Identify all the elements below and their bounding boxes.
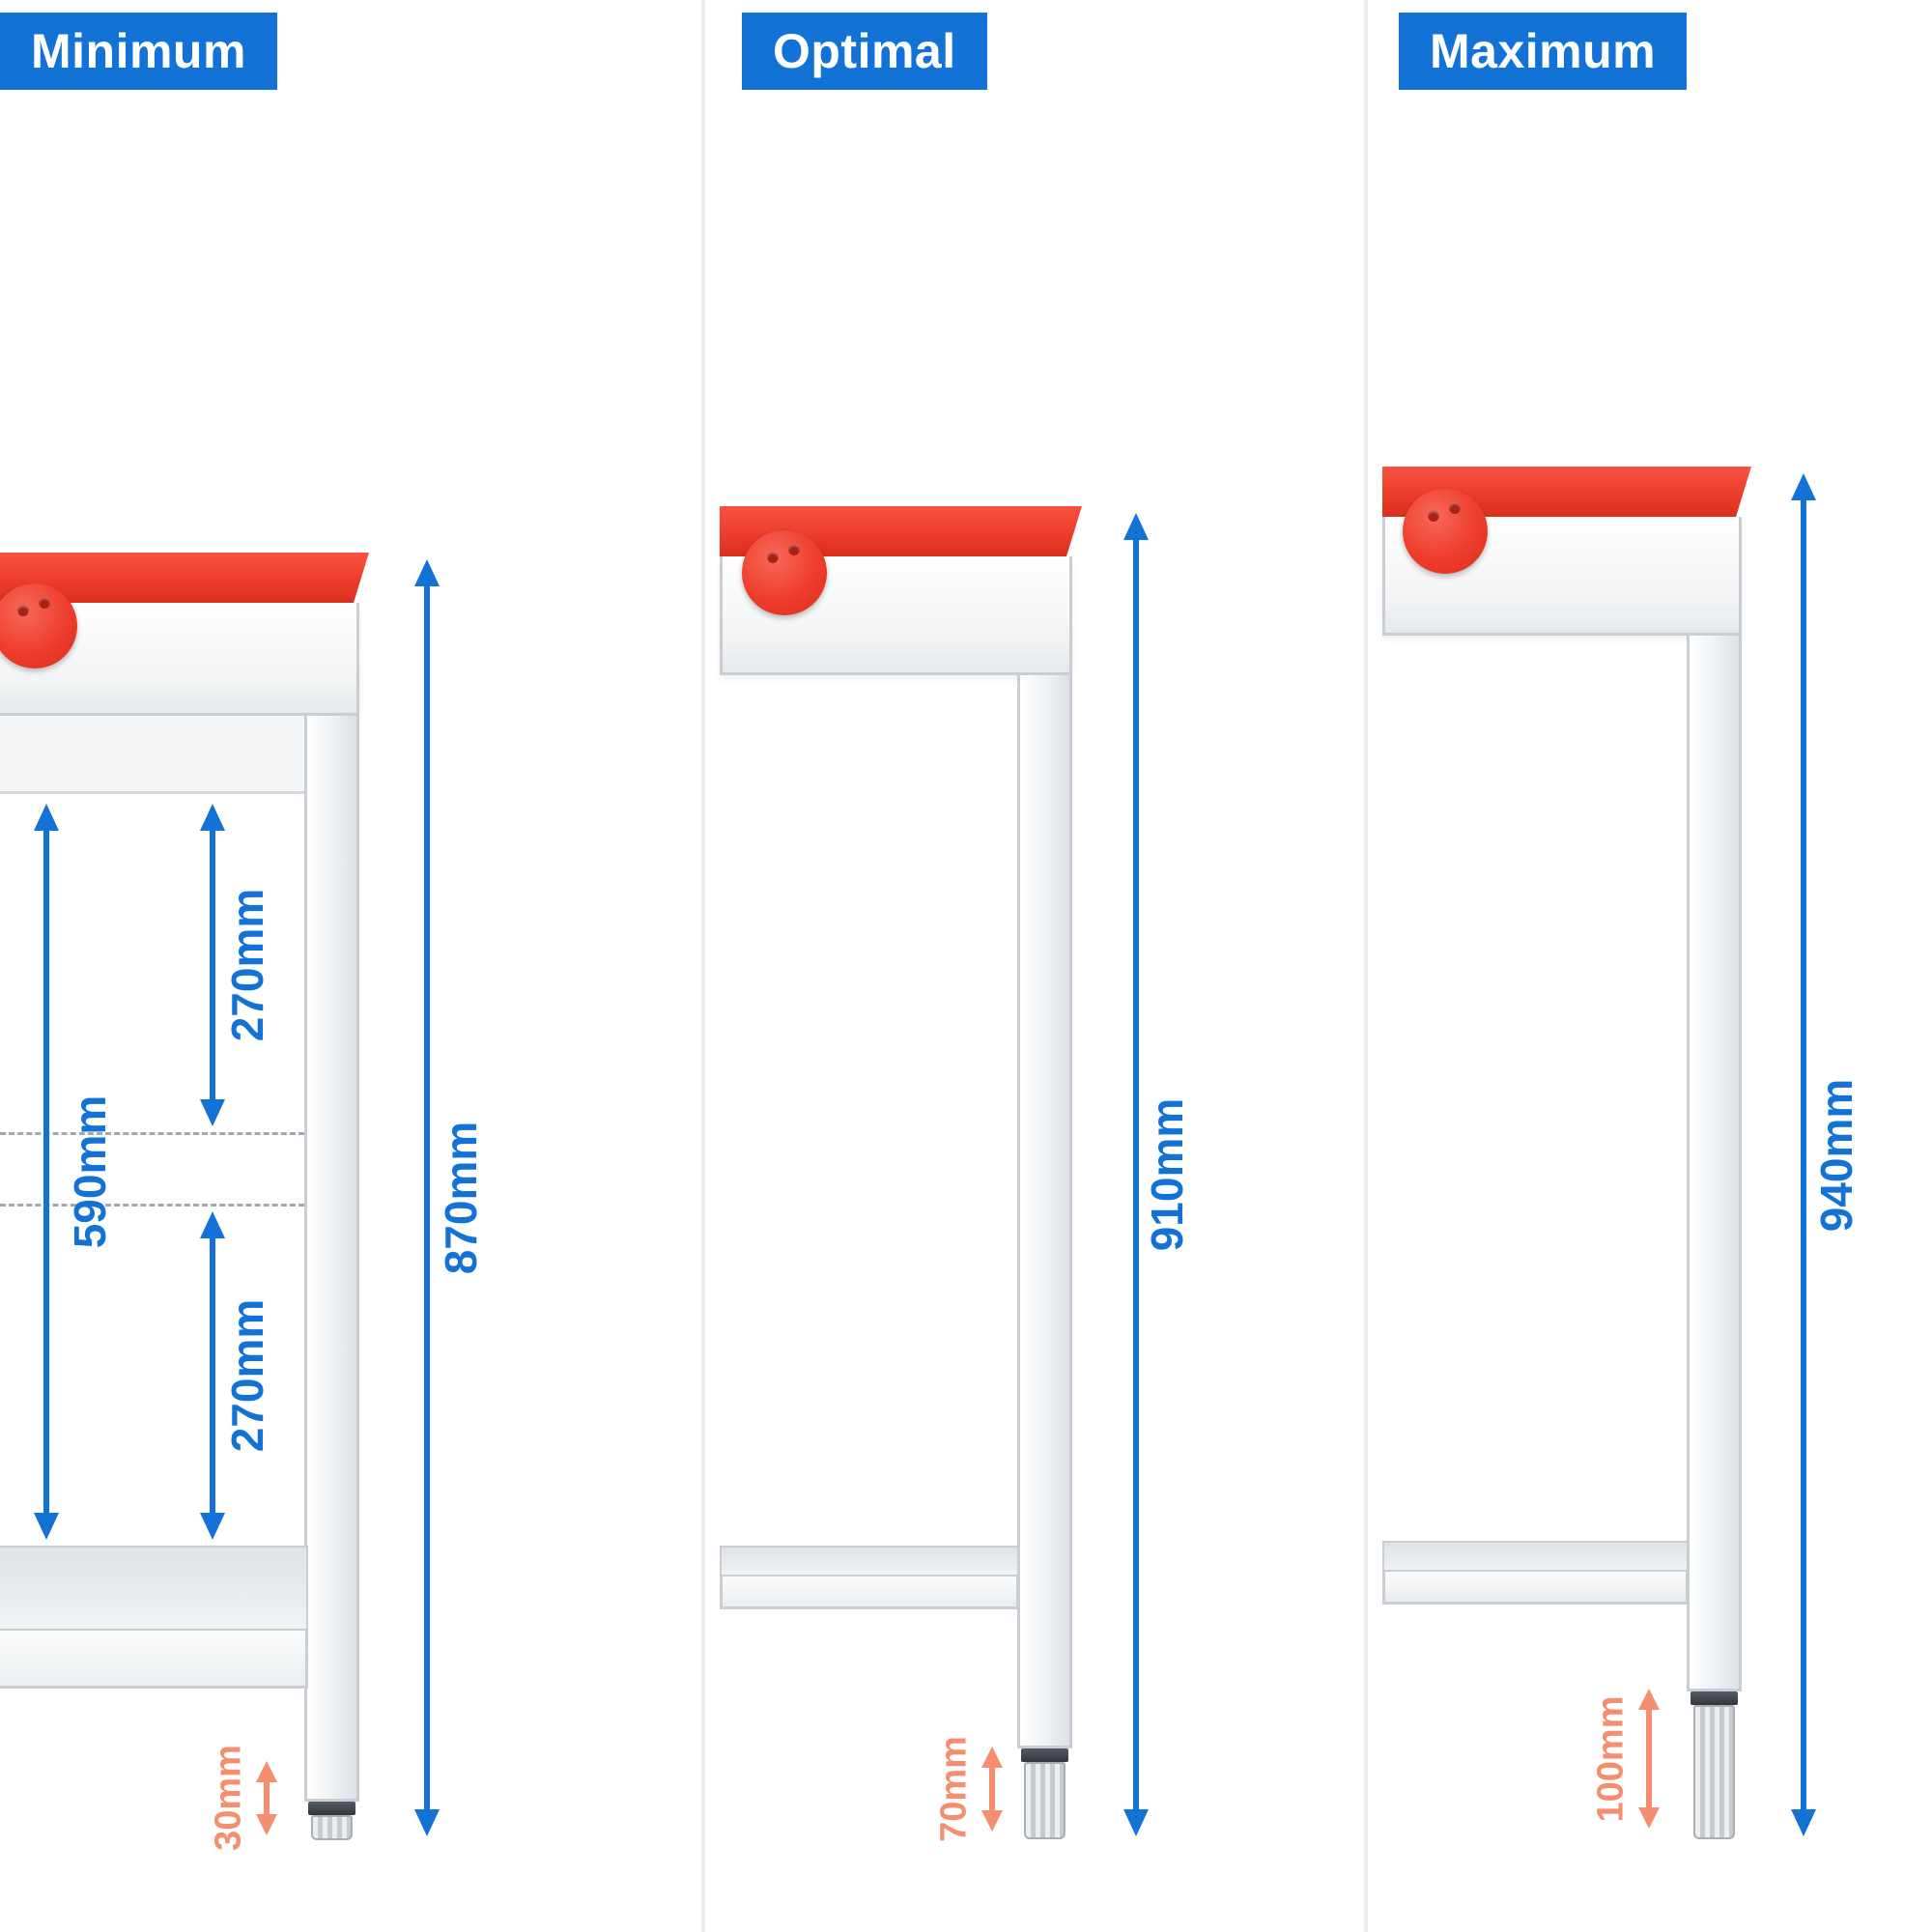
panel-minimum: Minimum 590mm 270mm 270mm 870mm 30mm: [0, 0, 703, 1932]
adjustable-foot-cap: [308, 1802, 355, 1815]
hook-screw-icon: [767, 552, 779, 563]
panel-title-minimum: Minimum: [0, 13, 277, 90]
dimension-arrow-lower-span: [196, 1211, 229, 1540]
dimension-arrow-total-height: [1787, 473, 1820, 1836]
panel-divider: [1364, 0, 1368, 1932]
center-dashed-line-lower: [0, 1204, 304, 1207]
dimension-arrow-total-height: [1120, 513, 1152, 1836]
adjustable-foot-cylinder: [1693, 1705, 1735, 1839]
under-shelf-top: [1382, 1541, 1689, 1572]
hook-screw-icon: [17, 605, 29, 616]
table-leg: [304, 716, 359, 1802]
adjustable-foot-cap: [1690, 1691, 1738, 1705]
adjustable-foot-cylinder: [311, 1815, 353, 1840]
table-leg: [1687, 636, 1742, 1691]
table-leg: [1017, 675, 1072, 1748]
dimension-arrow-foot-adjustment: [1635, 1689, 1662, 1829]
under-shelf-top: [720, 1546, 1019, 1577]
panel-optimal: Optimal 910mm 70mm: [703, 0, 1366, 1932]
dimension-label-lower-span: 270mm: [222, 1298, 272, 1453]
knife-hook: [0, 583, 77, 668]
hook-screw-icon: [788, 544, 800, 555]
knife-hook: [1403, 489, 1488, 574]
panel-divider: [701, 0, 705, 1932]
dimension-arrow-total-height: [411, 559, 443, 1836]
dimension-arrow-inner-height: [30, 804, 63, 1540]
dimension-arrow-upper-span: [196, 804, 229, 1126]
hook-screw-icon: [1449, 502, 1461, 514]
hook-screw-icon: [39, 597, 50, 609]
center-dashed-line-upper: [0, 1132, 304, 1135]
panel-title-optimal: Optimal: [742, 13, 987, 90]
table-apron: [0, 716, 308, 794]
adjustable-foot-cylinder: [1024, 1762, 1065, 1839]
dimension-arrow-foot-adjustment: [979, 1747, 1006, 1832]
adjustable-foot-cap: [1021, 1748, 1068, 1762]
dimension-label-inner-height: 590mm: [65, 1094, 115, 1249]
knife-hook: [742, 530, 827, 615]
dimension-label-foot-adjustment: 100mm: [1590, 1695, 1632, 1823]
dimension-label-total-height: 870mm: [436, 1121, 486, 1275]
under-shelf-front: [0, 1631, 308, 1689]
dimension-label-total-height: 940mm: [1811, 1078, 1861, 1233]
dimension-arrow-foot-adjustment: [253, 1761, 280, 1835]
under-shelf-top: [0, 1546, 308, 1631]
dimension-label-foot-adjustment: 70mm: [933, 1736, 975, 1842]
panel-maximum: Maximum 940mm 100mm: [1366, 0, 1932, 1932]
panel-title-maximum: Maximum: [1399, 13, 1688, 90]
hook-screw-icon: [1428, 510, 1439, 522]
dimension-label-total-height: 910mm: [1142, 1097, 1192, 1252]
under-shelf-front: [720, 1577, 1019, 1609]
dimension-label-foot-adjustment: 30mm: [208, 1745, 249, 1851]
dimension-label-upper-span: 270mm: [222, 888, 272, 1042]
under-shelf-front: [1382, 1572, 1689, 1605]
